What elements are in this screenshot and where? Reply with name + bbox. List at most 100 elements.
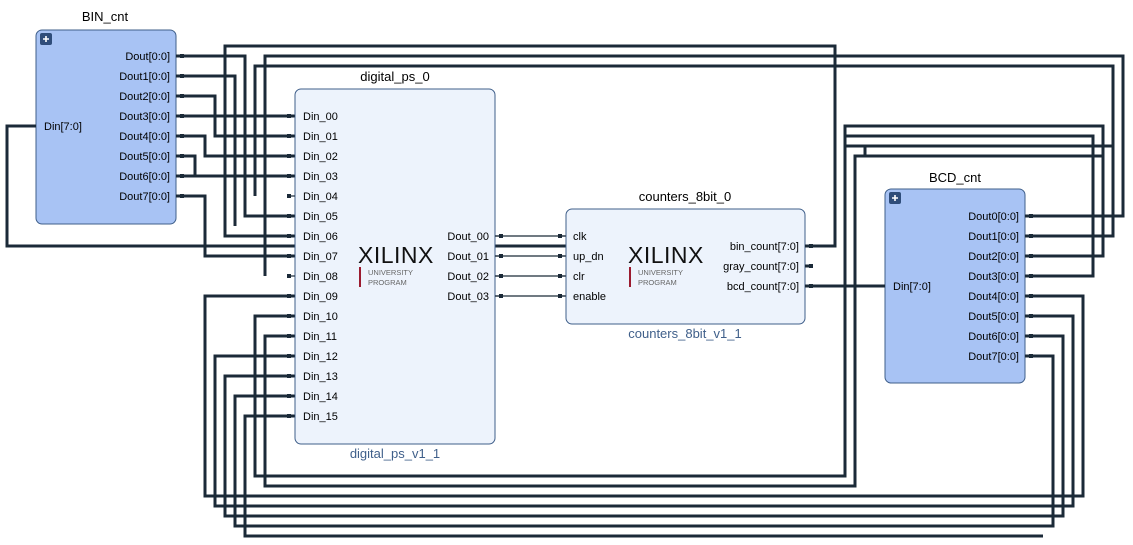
pin-connector (1029, 334, 1033, 338)
logo-line2: PROGRAM (368, 278, 407, 287)
block-title: digital_ps_0 (360, 69, 429, 84)
pin-connector (180, 94, 184, 98)
pin-connector (180, 174, 184, 178)
net-bcd-loop-b[interactable] (845, 134, 1095, 278)
pin-connector (287, 214, 291, 218)
pin-label: gray_count[7:0] (723, 261, 799, 273)
pin-connector (558, 254, 562, 258)
block-subtitle: counters_8bit_v1_1 (628, 326, 741, 341)
net-bin-dout7[interactable] (176, 194, 295, 258)
net-bottom-1[interactable] (203, 294, 1085, 498)
pin-label: Dout2[0:0] (968, 251, 1019, 263)
pin-label: Din_04 (303, 191, 338, 203)
net-bottom-5[interactable] (223, 334, 1065, 518)
block-bin-cnt[interactable]: BIN_cnt Din[7:0] Dout[0:0]Dout1[0:0]Dout… (28, 9, 184, 225)
pin-label: Dout5[0:0] (968, 311, 1019, 323)
pin-connector (499, 254, 503, 258)
pin-label: Dout2[0:0] (119, 91, 170, 103)
pin-label: clr (573, 271, 585, 283)
pin-label: Dout_02 (447, 271, 489, 283)
pin-label: Din_08 (303, 271, 338, 283)
xilinx-logo: XILINX UNIVERSITY PROGRAM (358, 242, 434, 287)
net-bottom-2[interactable] (253, 144, 855, 478)
pin-label: Din_06 (303, 231, 338, 243)
net-bin-dout4[interactable] (176, 134, 295, 158)
pin-connector (809, 264, 813, 268)
block-title: counters_8bit_0 (639, 189, 732, 204)
plus-icon[interactable] (40, 33, 52, 45)
block-bcd-cnt[interactable]: BCD_cnt Din[7:0] Dout0[0:0]Dout1[0:0]Dou… (877, 170, 1033, 384)
pin-connector (1029, 314, 1033, 318)
net-bin-din[interactable] (5, 44, 837, 248)
logo-bar (359, 267, 361, 287)
pin-connector (809, 244, 813, 248)
pin-label: Din_10 (303, 311, 338, 323)
pin-label: Dout_00 (447, 231, 489, 243)
pin-connector (1029, 274, 1033, 278)
pin-label: clk (573, 231, 587, 243)
pin-connector (287, 294, 291, 298)
pin-connector (1029, 214, 1033, 218)
pin-label: Din_14 (303, 391, 338, 403)
pin-connector (287, 174, 291, 178)
pin-label: Din_02 (303, 151, 338, 163)
pin-connector (180, 194, 184, 198)
pin-label: Dout1[0:0] (968, 231, 1019, 243)
pin-label: bin_count[7:0] (730, 241, 799, 253)
net-bottom-7[interactable] (243, 414, 1043, 538)
pin-label: Din_09 (303, 291, 338, 303)
pin-label: Din_03 (303, 171, 338, 183)
pin-label-din: Din[7:0] (44, 121, 82, 133)
pin-connector (499, 274, 503, 278)
pin-label: Dout3[0:0] (119, 111, 170, 123)
pin-label: Din_15 (303, 411, 338, 423)
input-pins: Din_00Din_01Din_02Din_03Din_04Din_05Din_… (287, 111, 338, 423)
xilinx-logo: XILINX UNIVERSITY PROGRAM (628, 242, 704, 287)
logo-brand: XILINX (628, 242, 704, 268)
pin-connector (180, 134, 184, 138)
pin-connector (287, 234, 291, 238)
pin-label: Din_07 (303, 251, 338, 263)
net-bcd-loop-a[interactable] (843, 124, 1105, 258)
pin-label: Dout_01 (447, 251, 489, 263)
pin-connector (180, 74, 184, 78)
pin-label: Dout4[0:0] (968, 291, 1019, 303)
block-digital-ps[interactable]: digital_ps_0 Din_00Din_01Din_02Din_03Din… (287, 69, 503, 461)
plus-icon[interactable] (889, 192, 901, 204)
pin-label: Din_00 (303, 111, 338, 123)
pin-connector (287, 274, 291, 278)
pin-label: up_dn (573, 251, 604, 263)
output-pins: Dout0[0:0]Dout1[0:0]Dout2[0:0]Dout3[0:0]… (968, 211, 1033, 363)
pin-connector (1029, 234, 1033, 238)
pin-connector (287, 334, 291, 338)
pin-connector (1029, 254, 1033, 258)
pin-label: bcd_count[7:0] (727, 281, 799, 293)
block-body[interactable] (294, 88, 496, 445)
pin-connector (287, 194, 291, 198)
block-title: BCD_cnt (929, 170, 981, 185)
block-subtitle: digital_ps_v1_1 (350, 446, 440, 461)
pin-label: Dout7[0:0] (968, 351, 1019, 363)
net-bottom-4[interactable] (213, 314, 1075, 508)
pin-connector (287, 154, 291, 158)
logo-brand: XILINX (358, 242, 434, 268)
pin-connector (1029, 294, 1033, 298)
pin-connector (499, 294, 503, 298)
pin-connector (180, 154, 184, 158)
pin-connector (1029, 354, 1033, 358)
net-bottom-3[interactable] (263, 146, 867, 488)
net-loop-top-2[interactable] (253, 64, 1115, 238)
pin-label: Dout1[0:0] (119, 71, 170, 83)
net-bottom-6[interactable] (233, 354, 1055, 528)
pin-connector (287, 354, 291, 358)
pin-connector (287, 374, 291, 378)
pin-label: Dout_03 (447, 291, 489, 303)
pin-label: Dout5[0:0] (119, 151, 170, 163)
logo-line1: UNIVERSITY (368, 268, 413, 277)
logo-bar (629, 267, 631, 287)
pin-connector (287, 414, 291, 418)
